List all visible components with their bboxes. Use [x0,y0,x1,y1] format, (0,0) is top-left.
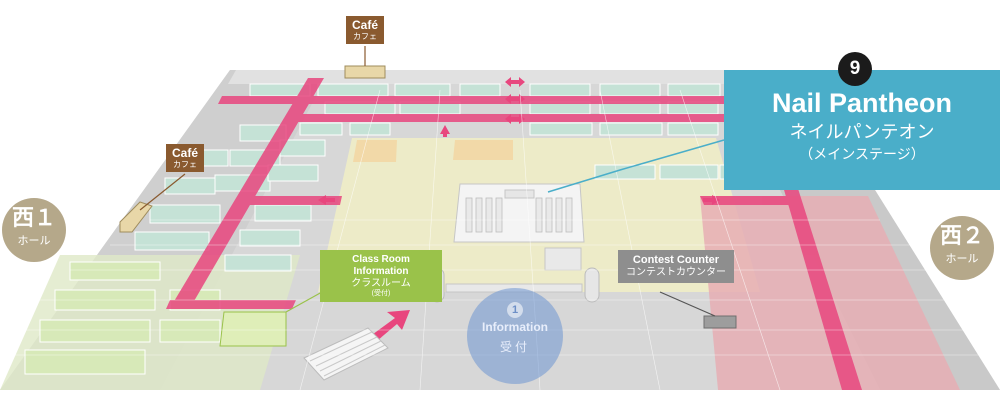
contest-counter [703,315,737,329]
hall-west2-name: 西２ [939,223,984,248]
stairs-lines [309,331,386,377]
stage-title-en: Nail Pantheon [771,88,953,118]
cafe-counter-top [344,65,386,79]
cafe-label-top-jp: カフェ [353,32,377,41]
cafe-label-top: Café カフェ [346,16,385,44]
classroom-label-en: Class Room Information [352,254,410,277]
cafe-counter-left [119,201,153,233]
classroom-label: Class Room Information クラスルーム (受付) [320,250,442,303]
stage-number-badge: 9 [838,52,872,86]
cafe-label-top-en: Café [352,18,379,32]
hall-badge-west2: 西２ ホール [930,216,994,280]
cafe-label-left-en: Café [172,146,199,160]
information-number: 1 [507,302,523,318]
stairs [303,327,389,381]
leader-lines [139,46,725,317]
contest-label-jp: コンテストカウンター [626,267,726,279]
hall-west1-name: 西１ [11,205,56,230]
classroom-label-jp: クラスルーム [351,278,411,289]
stage-callout: Nail Pantheon ネイルパンテオン （メインステージ） [724,70,1000,190]
hall-west2-sub: ホール [945,253,979,265]
hall-west1-sub: ホール [17,235,51,247]
cafe-label-left: Café カフェ [166,144,205,172]
classroom-counter [219,311,287,347]
contest-label-en: Contest Counter [632,254,720,266]
hall-badge-west1: 西１ ホール [2,198,66,262]
stage-title-jp: ネイルパンテオン [789,122,935,142]
classroom-label-note: (受付) [371,290,391,297]
contest-counter-label: Contest Counter コンテストカウンター [618,250,734,284]
central-zone-orange [353,140,397,162]
stage-subtitle: （メインステージ） [799,146,925,162]
central-zone-orange-2 [453,140,513,160]
cafe-label-left-jp: カフェ [173,160,197,169]
pink-aisles [166,78,862,390]
information-marker: 1 Information 受付 [467,288,563,384]
information-label-jp: 受付 [499,340,530,354]
information-label-en: Information [482,320,548,334]
